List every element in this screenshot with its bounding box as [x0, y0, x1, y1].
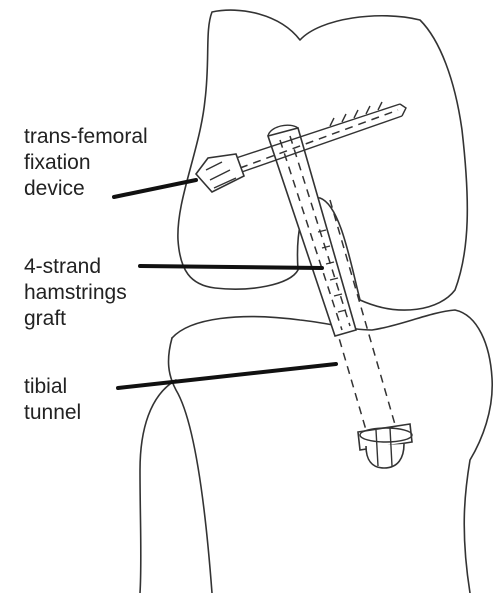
label-tunnel-line2: tunnel	[24, 400, 81, 426]
fibula-outline	[140, 380, 176, 593]
label-graft-line1: 4-strand	[24, 254, 127, 280]
tibia-outline	[172, 310, 492, 593]
label-fixation-line3: device	[24, 176, 148, 202]
label-fixation-line2: fixation	[24, 150, 148, 176]
label-graft-line2: hamstrings	[24, 280, 127, 306]
tunnel-leader-line	[118, 364, 336, 388]
label-tunnel-line1: tibial	[24, 374, 81, 400]
label-fixation-device: trans-femoral fixation device	[24, 124, 148, 202]
label-fixation-line1: trans-femoral	[24, 124, 148, 150]
label-hamstrings-graft: 4-strand hamstrings graft	[24, 254, 127, 332]
graft-strand-1	[280, 140, 342, 330]
tibia-left-edge	[169, 338, 212, 593]
tibial-fixation	[358, 424, 412, 468]
graft-leader-line	[140, 266, 322, 268]
label-tibial-tunnel: tibial tunnel	[24, 374, 81, 426]
label-graft-line3: graft	[24, 306, 127, 332]
